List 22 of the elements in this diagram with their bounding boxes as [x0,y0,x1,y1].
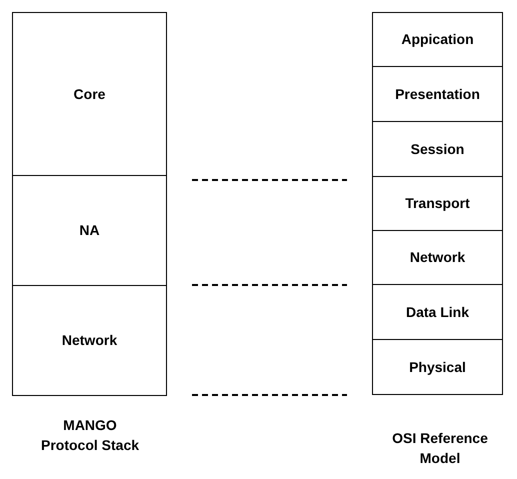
layer-label: Data Link [406,302,469,322]
stack-caption: MANGO Protocol Stack [40,416,140,455]
layer-label: Transport [405,194,470,213]
layer-label: Presentation [395,84,480,104]
layer-box [372,284,503,340]
layer-box [372,230,503,285]
layer-label: Session [410,140,464,158]
layer-box [12,175,167,286]
stack-caption: OSI Reference Model [391,429,489,468]
layer-label: Network [410,248,466,267]
layer-box [372,66,503,122]
layer-box [372,176,503,231]
layer-label: NA [79,221,100,240]
layer-label: Network [62,331,118,350]
layer-box [372,121,503,177]
layer-box [372,339,503,395]
layer-label: Appication [401,30,474,49]
layer-label: Core [74,84,106,104]
layer-label: Physical [409,358,466,377]
layer-box [12,285,167,396]
layer-box [372,12,503,67]
layer-box [12,12,167,176]
